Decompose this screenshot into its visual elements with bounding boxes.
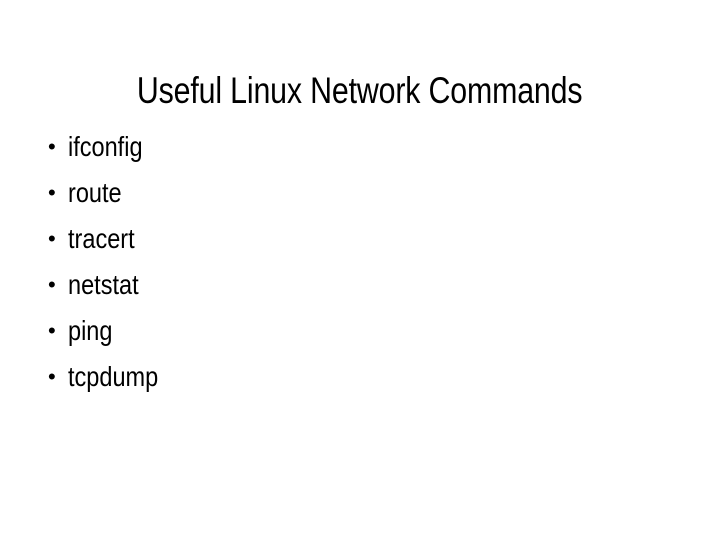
bullet-icon: • [48,180,56,205]
list-item-label: netstat [68,269,139,300]
command-list: • ifconfig • route • tracert • netstat •… [48,130,672,406]
list-item-label: ifconfig [68,131,143,162]
list-item-label: route [68,177,122,208]
list-item-label: tcpdump [68,361,159,392]
list-item: • ifconfig [48,130,672,176]
list-item: • netstat [48,268,672,314]
bullet-icon: • [48,364,56,389]
page-title: Useful Linux Network Commands [0,69,720,113]
page-title-text: Useful Linux Network Commands [137,69,583,111]
bullet-icon: • [48,272,56,297]
bullet-icon: • [48,318,56,343]
bullet-icon: • [48,226,56,251]
list-item: • route [48,176,672,222]
bullet-icon: • [48,134,56,159]
list-item: • ping [48,314,672,360]
list-item: • tcpdump [48,360,672,406]
list-item-label: ping [68,315,113,346]
list-item: • tracert [48,222,672,268]
list-item-label: tracert [68,223,135,254]
